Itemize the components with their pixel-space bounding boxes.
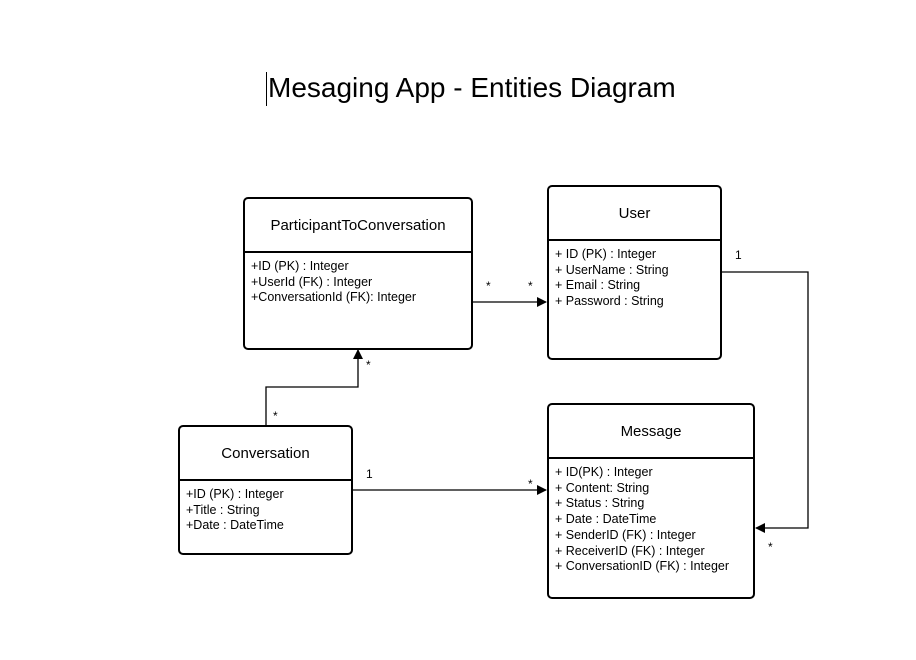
field: +Date : DateTime: [186, 518, 284, 533]
multiplicity-label: *: [528, 477, 533, 491]
field: + Content: String: [555, 480, 650, 495]
connector-conversation-participant[interactable]: [265, 349, 363, 425]
multiplicity-label: *: [768, 540, 773, 554]
entity-name: Message: [549, 405, 753, 459]
field: +ID (PK) : Integer: [186, 487, 284, 501]
multiplicity-label: 1: [366, 467, 373, 481]
multiplicity-label: 1: [735, 248, 742, 262]
multiplicity-label: *: [366, 358, 371, 372]
field: + ID (PK) : Integer: [555, 247, 657, 261]
multiplicity-label: *: [528, 279, 533, 293]
field: + ReceiverID (FK) : Integer: [555, 543, 705, 558]
entity-fields: +ID (PK) : Integer +Title : String +Date…: [180, 481, 351, 534]
field: + Status : String: [555, 496, 645, 511]
entity-fields: + ID (PK) : Integer + UserName : String …: [549, 241, 720, 310]
text-cursor: [266, 72, 267, 106]
entity-message[interactable]: Message + ID(PK) : Integer + Content: St…: [547, 403, 755, 599]
multiplicity-label: *: [486, 279, 491, 293]
field: +Title : String: [186, 502, 260, 517]
entity-fields: +ID (PK) : Integer +UserId (FK) : Intege…: [245, 253, 471, 306]
entity-fields: + ID(PK) : Integer + Content: String + S…: [549, 459, 753, 575]
entity-name: User: [549, 187, 720, 241]
field: + ID(PK) : Integer: [555, 465, 653, 479]
field: + UserName : String: [555, 262, 669, 277]
field: + SenderID (FK) : Integer: [555, 527, 696, 542]
entity-name: Conversation: [180, 427, 351, 481]
entity-name: ParticipantToConversation: [245, 199, 471, 253]
entity-participant-to-conversation[interactable]: ParticipantToConversation +ID (PK) : Int…: [243, 197, 473, 350]
connector-user-message[interactable]: [721, 271, 809, 533]
field: + ConversationID (FK) : Integer: [555, 559, 730, 574]
field: + Date : DateTime: [555, 512, 657, 527]
field: +ConversationId (FK): Integer: [251, 290, 417, 305]
field: + Password : String: [555, 294, 664, 309]
entity-conversation[interactable]: Conversation +ID (PK) : Integer +Title :…: [178, 425, 353, 555]
entity-user[interactable]: User + ID (PK) : Integer + UserName : St…: [547, 185, 722, 360]
diagram-title[interactable]: Mesaging App - Entities Diagram: [268, 72, 676, 103]
field: + Email : String: [555, 278, 641, 293]
field: +UserId (FK) : Integer: [251, 274, 373, 289]
field: +ID (PK) : Integer: [251, 259, 349, 273]
multiplicity-label: *: [273, 409, 278, 423]
